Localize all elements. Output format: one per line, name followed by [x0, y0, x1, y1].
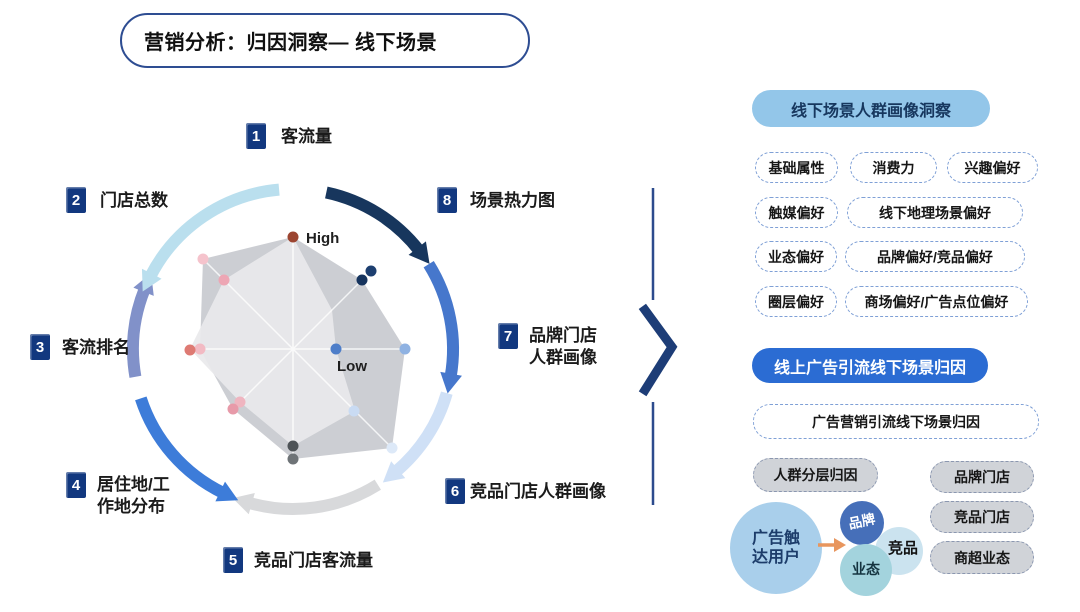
radar-item-number-7: 7: [498, 323, 518, 349]
radar-item-number-3: 3: [30, 334, 50, 360]
tag-basic-attributes: 基础属性: [755, 152, 838, 183]
audience-venn-diagram: [730, 501, 923, 596]
tag-brand-competitor-preference: 品牌偏好/竞品偏好: [845, 241, 1025, 272]
radar-chart: High Low: [126, 183, 462, 515]
competitor-label: 竞品: [887, 540, 918, 557]
data-point: [194, 343, 206, 355]
data-point: [218, 274, 230, 286]
ring-arc-w: [126, 273, 154, 378]
radar-data-points: [184, 231, 411, 465]
radar-item-number-8: 8: [437, 187, 457, 213]
tag-ad-marketing-attribution: 广告营销引流线下场景归因: [753, 404, 1039, 439]
radar-high-label: High: [306, 230, 339, 247]
radar-item-label-5: 竞品门店客流量: [254, 551, 373, 570]
radar-item-label-1: 客流量: [281, 127, 332, 146]
data-point: [234, 396, 246, 408]
radar-item-number-5: 5: [223, 547, 243, 573]
section-divider-chevron: [638, 188, 678, 505]
insight-header-pill: 线下场景人群画像洞察: [752, 90, 990, 127]
radar-item-number-4: 4: [66, 472, 86, 498]
attribution-header-pill: 线上广告引流线下场景归因: [752, 348, 988, 383]
flow-arrow-head: [834, 538, 846, 552]
radar-item-label-8: 场景热力图: [470, 191, 555, 210]
tag-interest-preference: 兴趣偏好: [947, 152, 1038, 183]
data-point: [287, 231, 299, 243]
radar-item-label-4: 居住地/工作地分布: [97, 475, 170, 517]
data-point: [365, 265, 377, 277]
radar-item-label-7: 品牌门店人群画像: [529, 326, 597, 368]
ring-arc-e: [423, 261, 462, 394]
ring-arc-sw: [135, 396, 239, 502]
data-point: [287, 440, 299, 452]
industry-label: 业态: [852, 561, 880, 577]
page-title: 营销分析：归因洞察— 线下场景: [120, 13, 530, 68]
radar-spokes: [145, 201, 441, 497]
data-point: [184, 344, 196, 356]
tag-business-format-preference: 业态偏好: [755, 241, 837, 272]
radar-item-label-6: 竞品门店人群画像: [470, 482, 606, 501]
ad-reached-users-label: 广告触达用户: [751, 530, 800, 567]
tag-offline-geo-preference: 线下地理场景偏好: [847, 197, 1023, 228]
radar-item-number-6: 6: [445, 478, 465, 504]
ring-arc-s: [232, 479, 381, 515]
data-point: [356, 274, 368, 286]
data-point: [348, 405, 360, 417]
data-point: [197, 253, 209, 265]
tag-media-preference: 触媒偏好: [755, 197, 838, 228]
tag-brand-stores: 品牌门店: [930, 461, 1034, 493]
data-point: [287, 453, 299, 465]
radar-ring-arcs: [126, 183, 462, 515]
ring-arc-se: [382, 391, 453, 483]
ring-arc-ne: [324, 186, 430, 264]
brand-circle: [840, 501, 884, 545]
ad-reached-users-circle: [730, 502, 822, 594]
data-point: [386, 442, 398, 454]
data-point: [227, 403, 239, 415]
radar-polygon-inner: [190, 237, 355, 446]
ring-arc-nw: [141, 183, 280, 292]
data-point: [399, 343, 411, 355]
radar-item-number-1: 1: [246, 123, 266, 149]
tag-circle-preference: 圈层偏好: [755, 286, 837, 317]
radar-item-number-2: 2: [66, 187, 86, 213]
tag-competitor-stores: 竞品门店: [930, 501, 1034, 533]
tag-supermarket-format: 商超业态: [930, 541, 1034, 574]
tag-mall-adspot-preference: 商场偏好/广告点位偏好: [845, 286, 1028, 317]
industry-circle: [840, 544, 892, 596]
radar-item-label-2: 门店总数: [100, 191, 168, 210]
radar-item-label-3: 客流排名: [62, 338, 130, 357]
radar-low-label: Low: [337, 358, 367, 375]
tag-spending-power: 消费力: [850, 152, 937, 183]
data-point: [330, 343, 342, 355]
tag-audience-segmentation: 人群分层归因: [753, 458, 878, 492]
